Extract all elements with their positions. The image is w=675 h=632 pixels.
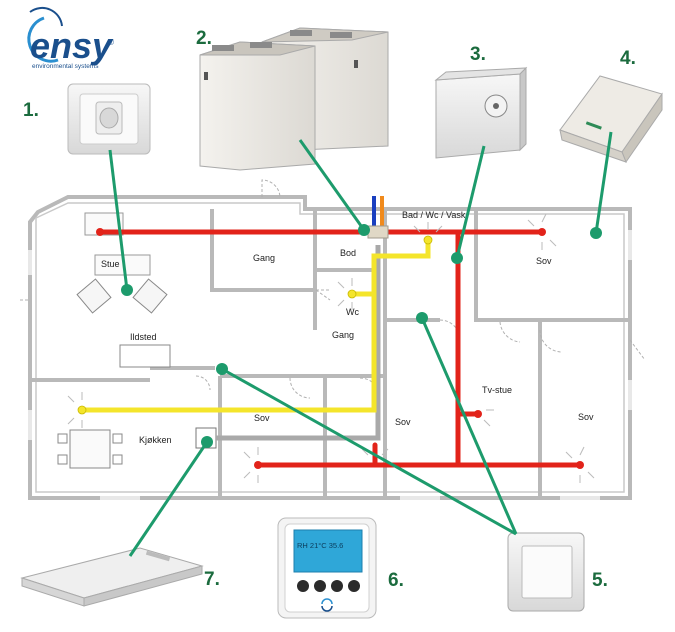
brand-tagline: environmental systems	[32, 63, 99, 70]
control-panel-display-text: RH 21°C 35.6	[297, 541, 343, 550]
product-3-number: 3.	[470, 44, 486, 65]
room-tv-stue: Tv-stue	[482, 385, 512, 395]
product-5-wall-switch: 5.	[507, 532, 608, 612]
room-labels: Stue Gang Bod Bad / Wc / Vask Sov Wc Gan…	[101, 210, 594, 445]
room-gang-top: Gang	[253, 253, 275, 263]
connector-3	[455, 145, 486, 259]
room-sov-top-right: Sov	[536, 256, 552, 266]
fireplace-icon	[119, 344, 171, 368]
product-7-number: 7.	[204, 569, 220, 590]
room-sov-right: Sov	[578, 412, 594, 422]
ensy-logo: ensy ® environmental systems	[27, 6, 114, 70]
extract-duct	[216, 245, 381, 441]
panel-button-2	[314, 580, 326, 592]
room-wc: Wc	[346, 307, 359, 317]
product-3-thermostat: 3.	[434, 44, 528, 159]
room-gang-mid: Gang	[332, 330, 354, 340]
room-bod: Bod	[340, 248, 356, 258]
panel-button-4	[348, 580, 360, 592]
logo-swoosh-icon	[27, 16, 59, 63]
thermostat-icon	[435, 73, 521, 159]
product-6-control-panel: RH 21°C 35.6 6.	[277, 517, 404, 619]
connector-5b-dot	[416, 312, 428, 324]
connector-7-dot	[201, 436, 213, 448]
product-7-cooker-hood: 7.	[20, 547, 220, 607]
panel-button-1	[297, 580, 309, 592]
panel-button-3	[331, 580, 343, 592]
product-1-number: 1.	[23, 100, 39, 121]
room-ildsted: Ildsted	[130, 332, 157, 342]
airflow-rays	[67, 213, 595, 483]
brand-registered: ®	[108, 38, 114, 47]
dining-table-icon	[69, 429, 111, 469]
connector-1	[108, 149, 129, 291]
ventilation-unit-icon	[199, 41, 316, 171]
product-2-ventilation-units: 2.	[196, 27, 389, 171]
connector-5b	[420, 317, 518, 535]
armchair-left-icon	[76, 278, 112, 314]
room-bad-wc-vask: Bad / Wc / Vask	[402, 210, 466, 220]
product-1-motion-sensor: 1.	[23, 83, 151, 155]
connector-2	[298, 139, 366, 231]
connector-4-dot	[590, 227, 602, 239]
product-4-humidity-sensor: 4.	[559, 48, 663, 164]
connector-3-dot	[451, 252, 463, 264]
product-6-number: 6.	[388, 570, 404, 591]
product-4-number: 4.	[620, 48, 636, 69]
product-5-number: 5.	[592, 570, 608, 591]
connector-4	[594, 131, 613, 234]
room-kjokken: Kjøkken	[139, 435, 172, 445]
connector-lines	[108, 131, 613, 557]
product-2-number: 2.	[196, 28, 212, 49]
duct-network	[67, 196, 595, 483]
armchair-right-icon	[132, 278, 168, 314]
connector-5a	[221, 367, 517, 536]
brand-name: ensy	[30, 25, 114, 66]
connector-5a-dot	[216, 363, 228, 375]
room-sov-mid: Sov	[254, 413, 270, 423]
furniture	[57, 212, 217, 469]
room-sov-center: Sov	[395, 417, 411, 427]
exhaust-duct	[79, 237, 431, 413]
room-stue: Stue	[101, 259, 120, 269]
control-panel-buttons	[297, 580, 360, 592]
control-panel-display	[293, 529, 363, 573]
connector-7	[128, 441, 209, 557]
connector-2-dot	[358, 224, 370, 236]
connector-1-dot	[121, 284, 133, 296]
